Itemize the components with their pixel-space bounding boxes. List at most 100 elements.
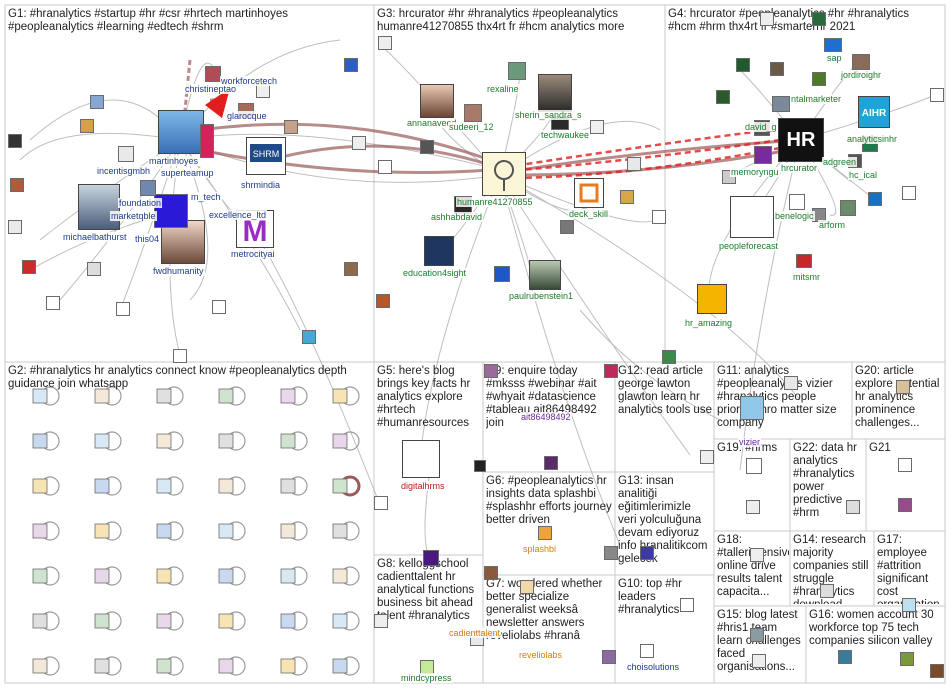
avatar-hrcurator[interactable]: HR [778, 118, 824, 162]
avatar-g9-b[interactable] [604, 364, 618, 378]
avatar-g3-g[interactable] [590, 120, 604, 134]
avatar-g10-a[interactable] [680, 598, 694, 612]
g2-node[interactable] [156, 523, 172, 539]
avatar-g4-e[interactable] [930, 88, 944, 102]
g2-node[interactable] [280, 613, 296, 629]
avatar-superteamup[interactable] [200, 124, 214, 158]
avatar-g1-q[interactable] [87, 262, 101, 276]
g2-node[interactable] [32, 613, 48, 629]
avatar-g4-h[interactable] [840, 200, 856, 216]
avatar-g15-a[interactable] [750, 628, 764, 642]
avatar-g21-a[interactable] [898, 458, 912, 472]
avatar-g3-blue[interactable] [494, 266, 510, 282]
g2-node[interactable] [332, 568, 348, 584]
g2-node[interactable] [32, 388, 48, 404]
avatar-g4-d[interactable] [716, 90, 730, 104]
avatar-g11-a[interactable] [784, 376, 798, 390]
avatar-mindcypress[interactable] [420, 660, 434, 674]
avatar-g1-d[interactable] [10, 178, 24, 192]
avatar-g8-a[interactable] [374, 614, 388, 628]
avatar-g1-m[interactable] [352, 136, 366, 150]
avatar-sap[interactable] [824, 38, 842, 52]
avatar-g20-a[interactable] [896, 380, 910, 394]
avatar-g1-c[interactable] [8, 134, 22, 148]
avatar-g1-o[interactable] [256, 84, 270, 98]
g2-node[interactable] [218, 613, 234, 629]
avatar-michaelbathurst[interactable] [78, 184, 120, 230]
avatar-digitalhrms[interactable] [402, 440, 440, 478]
g2-node[interactable] [280, 658, 296, 674]
g2-node[interactable] [94, 658, 110, 674]
g2-node[interactable] [218, 433, 234, 449]
g2-node[interactable] [94, 613, 110, 629]
avatar-mitsmr[interactable] [796, 254, 812, 268]
avatar-g21-b[interactable] [898, 498, 912, 512]
avatar-g4-f[interactable] [902, 186, 916, 200]
avatar-g1-k[interactable] [344, 262, 358, 276]
avatar-g3-b[interactable] [378, 160, 392, 174]
g2-node[interactable] [32, 523, 48, 539]
g2-node[interactable] [218, 523, 234, 539]
avatar-analyticsinhr[interactable]: AIHR [858, 96, 890, 128]
g2-node[interactable] [280, 478, 296, 494]
g2-node[interactable] [332, 613, 348, 629]
avatar-paulrubenstein1[interactable] [529, 260, 561, 290]
avatar-g13-a[interactable] [640, 546, 654, 560]
avatar-hr-amazing[interactable] [697, 284, 727, 314]
avatar-ntalmarketer[interactable] [772, 96, 790, 112]
avatar-annanaveed[interactable] [420, 84, 454, 118]
g2-node[interactable] [156, 613, 172, 629]
g2-node[interactable] [156, 433, 172, 449]
avatar-g5-a[interactable] [374, 496, 388, 510]
avatar-g12-b[interactable] [700, 450, 714, 464]
avatar-g4-g[interactable] [868, 192, 882, 206]
avatar-g4-a[interactable] [736, 58, 750, 72]
avatar-g9-a[interactable] [484, 364, 498, 378]
avatar-g1-e[interactable] [8, 220, 22, 234]
g2-node[interactable] [280, 568, 296, 584]
avatar-incentis[interactable] [118, 146, 134, 162]
avatar-martinhoyes[interactable] [158, 110, 204, 154]
g2-node[interactable] [332, 433, 348, 449]
avatar-education4sight[interactable] [424, 236, 454, 266]
avatar-g4-c[interactable] [812, 72, 826, 86]
avatar-g3-d[interactable] [420, 140, 434, 154]
avatar-splashbi[interactable] [538, 526, 552, 540]
g2-node[interactable] [218, 478, 234, 494]
avatar-g19-a[interactable] [746, 458, 762, 474]
avatar-g3-h[interactable] [627, 157, 641, 171]
g2-node[interactable] [332, 658, 348, 674]
avatar-g1-a[interactable] [90, 95, 104, 109]
g2-node[interactable] [94, 523, 110, 539]
avatar-g7-a[interactable] [484, 566, 498, 580]
avatar-g12-a[interactable] [662, 350, 676, 364]
avatar-g3-c[interactable] [376, 294, 390, 308]
avatar-benelogic[interactable] [789, 194, 805, 210]
avatar-g1-p[interactable] [173, 349, 187, 363]
g2-node[interactable] [94, 568, 110, 584]
g2-node[interactable] [32, 478, 48, 494]
avatar-g19-b[interactable] [746, 500, 760, 514]
avatar-g3-e[interactable] [560, 220, 574, 234]
g2-node[interactable] [32, 658, 48, 674]
avatar-christineptao[interactable] [205, 66, 221, 82]
avatar-g4-l[interactable] [760, 12, 774, 26]
avatar-g1-n[interactable] [284, 120, 298, 134]
avatar-g16-c[interactable] [930, 664, 944, 678]
g2-node[interactable] [218, 568, 234, 584]
g2-node[interactable] [156, 478, 172, 494]
avatar-sherin[interactable] [538, 74, 572, 112]
g2-node[interactable] [32, 568, 48, 584]
avatar-memoryngu[interactable] [754, 146, 772, 164]
avatar-kelloggschool[interactable] [423, 550, 439, 566]
avatar-g3-f[interactable] [620, 190, 634, 204]
avatar-humanre41270855[interactable] [482, 152, 526, 196]
g2-node[interactable] [156, 568, 172, 584]
avatar-g1-b[interactable] [80, 119, 94, 133]
avatar-deck-skill[interactable] [574, 178, 604, 208]
avatar-g16-b[interactable] [900, 652, 914, 666]
avatar-sudeeri[interactable] [464, 104, 482, 122]
avatar-peopleforecast[interactable] [730, 196, 774, 238]
avatar-g1-h[interactable] [116, 302, 130, 316]
avatar-g1-i[interactable] [212, 300, 226, 314]
